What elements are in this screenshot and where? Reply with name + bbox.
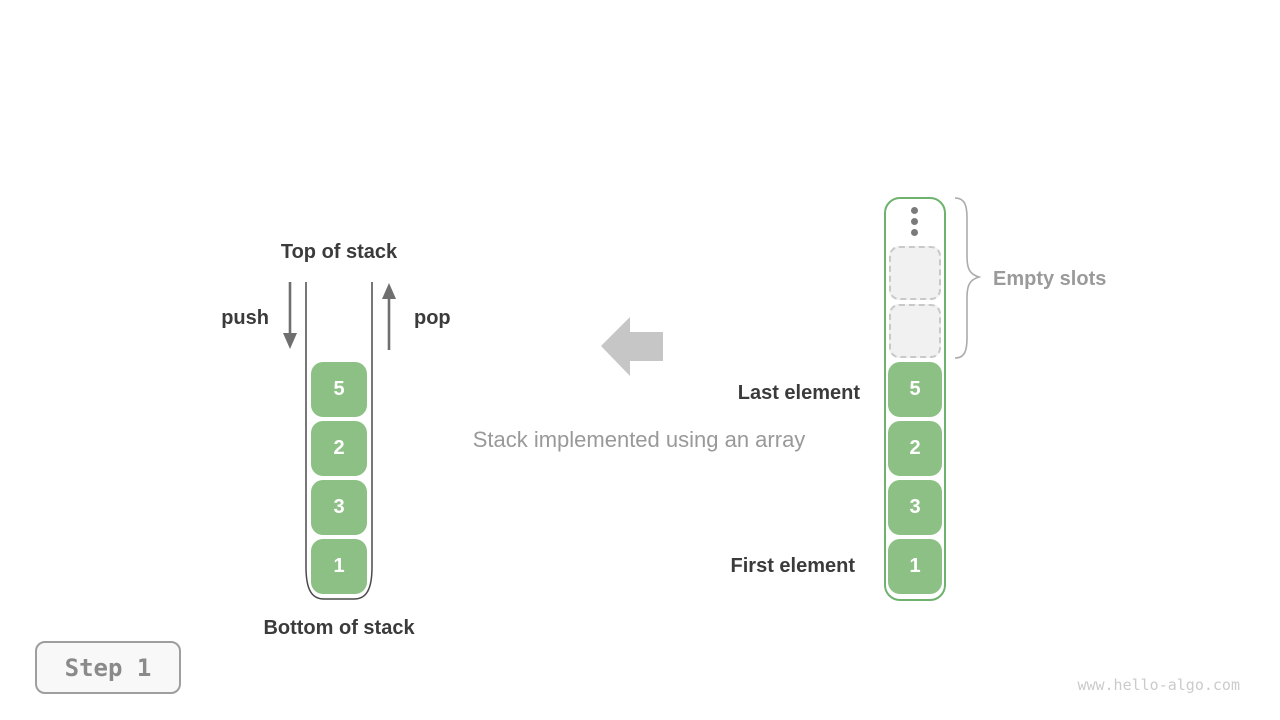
empty-slots-label: Empty slots	[993, 268, 1107, 290]
diagram-caption: Stack implemented using an array	[472, 427, 806, 452]
first-element-label: First element	[730, 555, 855, 577]
vertical-ellipsis-icon	[911, 207, 918, 236]
push-down-arrow-icon	[283, 282, 297, 349]
stack-cell: 5	[311, 362, 367, 417]
stack-cell: 1	[311, 539, 367, 594]
empty-slot	[889, 246, 941, 300]
stack-container-outline	[305, 282, 373, 600]
array-cell: 2	[888, 421, 942, 476]
step-badge: Step 1	[35, 641, 181, 694]
left-block-arrow-icon	[601, 317, 663, 376]
empty-slot	[889, 304, 941, 358]
last-element-label: Last element	[737, 382, 860, 404]
pop-label: pop	[414, 307, 451, 329]
stack-cell: 3	[311, 480, 367, 535]
top-of-stack-label: Top of stack	[280, 241, 398, 263]
stack-cell: 2	[311, 421, 367, 476]
pop-up-arrow-icon	[382, 283, 396, 350]
watermark-url: www.hello-algo.com	[1077, 676, 1240, 694]
array-cell: 3	[888, 480, 942, 535]
curly-brace-icon	[954, 197, 981, 359]
array-cell: 5	[888, 362, 942, 417]
bottom-of-stack-label: Bottom of stack	[263, 617, 415, 639]
array-cell: 1	[888, 539, 942, 594]
push-label: push	[221, 307, 269, 329]
